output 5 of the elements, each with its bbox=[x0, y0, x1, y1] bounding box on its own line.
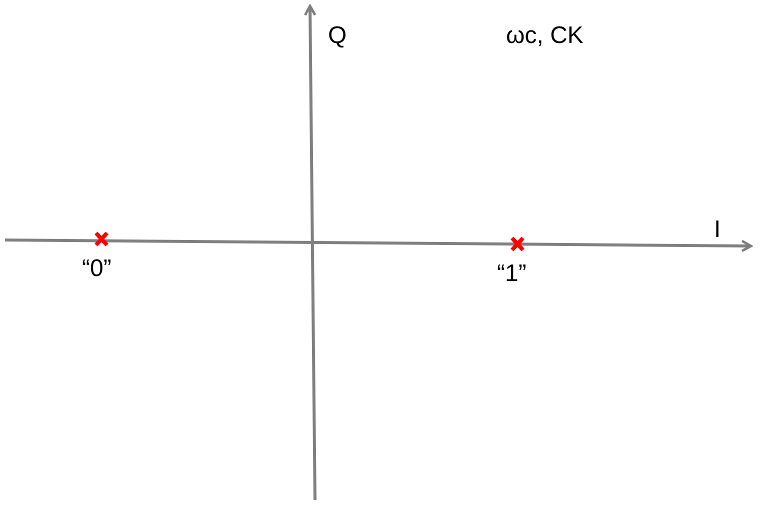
axis-label: I bbox=[714, 218, 721, 242]
axis-label: Q bbox=[328, 24, 347, 48]
symbol-label: “0” bbox=[82, 257, 112, 281]
carrier-label: ωc, CK bbox=[506, 24, 584, 48]
symbol-label: “1” bbox=[497, 262, 526, 286]
